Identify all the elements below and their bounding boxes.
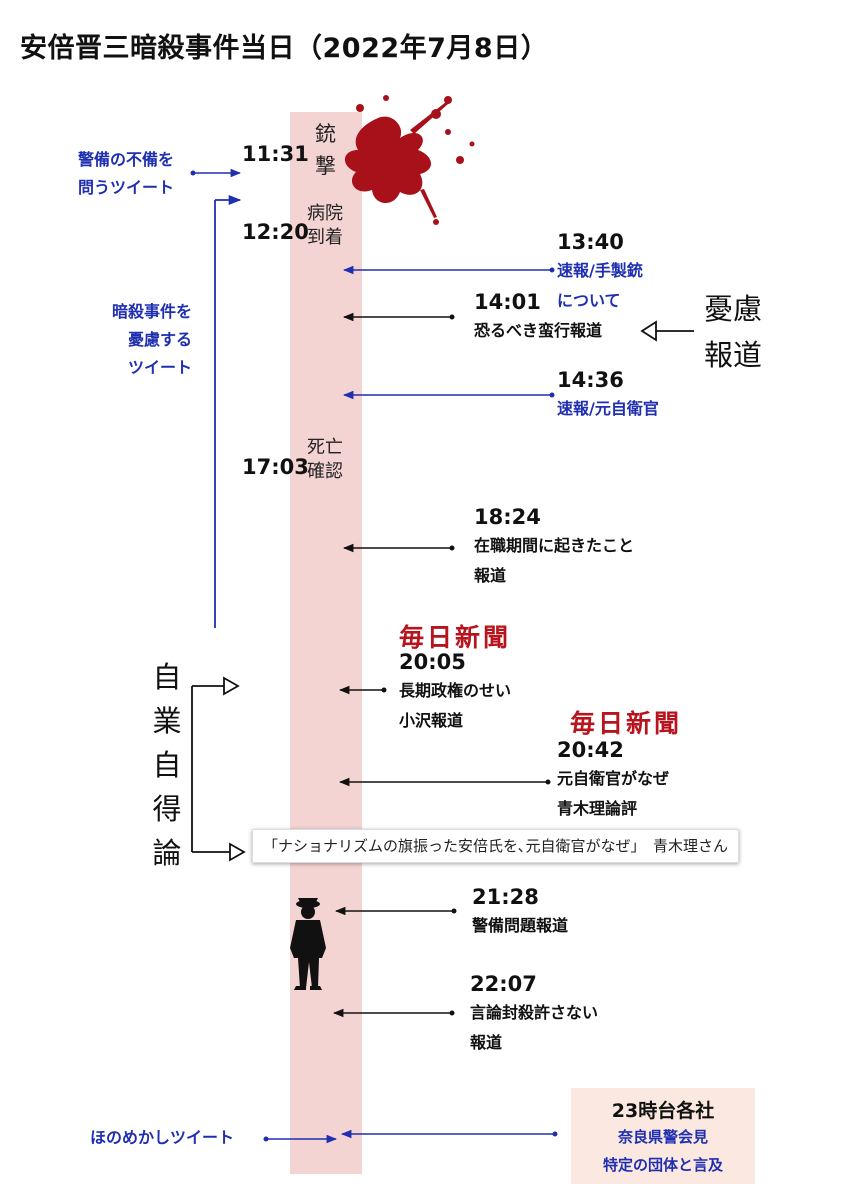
paper-label-mainichi-1: 毎日新聞: [399, 623, 512, 652]
quote-headline-box: 「ナショナリズムの旗振った安倍氏を､元自衛官がなぜ」 青木理さん: [252, 829, 740, 863]
note-security-tweet: 警備の不備を 問うツイート: [78, 150, 175, 197]
page-title: 安倍晋三暗殺事件当日（2022年7月8日）: [20, 33, 549, 64]
label-self-responsibility: 自 業 自 得 論: [152, 660, 182, 870]
final-press-box: 23時台各社 奈良県警会見 特定の団体と言及: [571, 1088, 755, 1184]
paper-label-mainichi-2: 毎日新聞: [570, 709, 683, 738]
event-2128: 21:28 警備問題報道: [472, 885, 569, 935]
note-hint-tweet: ほのめかしツイート: [90, 1128, 235, 1147]
time-1131: 11:31: [242, 142, 309, 166]
label-concern-report: 憂慮 報道: [704, 292, 763, 372]
time-1703: 17:03: [242, 455, 309, 479]
bar-label-shooting: 銃 撃: [315, 122, 336, 178]
event-1824: 18:24 在職期間に起きたこと 報道: [474, 505, 635, 585]
event-1401: 14:01 恐るべき蛮行報道: [474, 290, 603, 340]
event-1436: 14:36 速報/元自衛官: [557, 368, 659, 418]
note-concern-tweet: 暗殺事件を 憂慮する ツイート: [111, 302, 192, 377]
event-1340: 13:40 速報/手製銃 について: [557, 230, 643, 310]
event-2207: 22:07 言論封殺許さない 報道: [470, 972, 599, 1052]
event-2005: 20:05 長期政権のせい 小沢報道: [399, 650, 512, 730]
blood-splatter-icon: [344, 95, 475, 225]
event-2042: 20:42 元自衛官がなぜ 青木理論評: [557, 738, 670, 818]
timeline-bar: [290, 112, 362, 1174]
bar-label-hospital: 病院 到着: [307, 203, 343, 248]
bar-label-death: 死亡 確認: [307, 437, 343, 482]
police-officer-silhouette-icon: [290, 898, 326, 990]
time-1220: 12:20: [242, 220, 309, 244]
